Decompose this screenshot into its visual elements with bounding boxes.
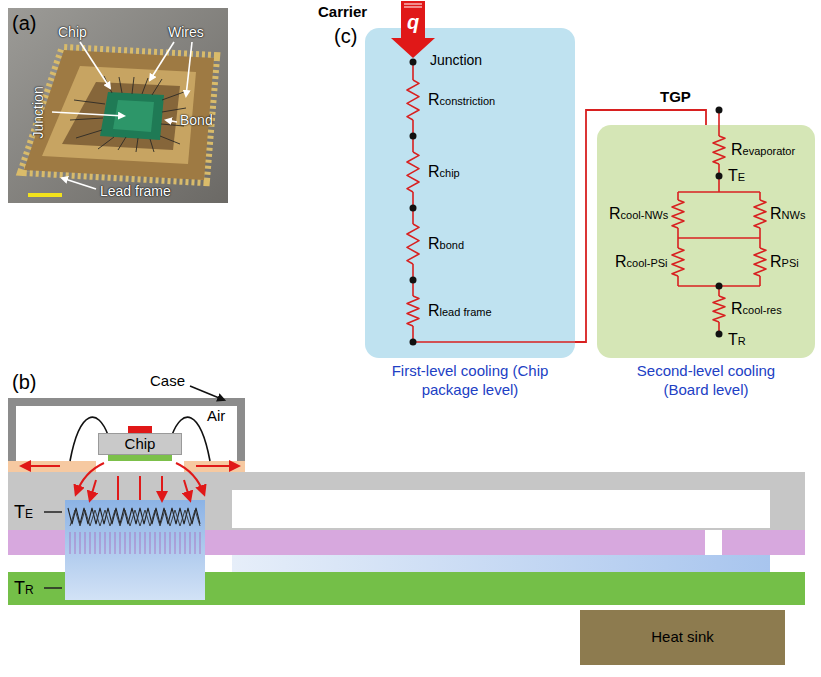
package-body <box>24 50 214 180</box>
caption-text: Second-level cooling (Board level) <box>621 362 791 400</box>
heat-arrow <box>176 463 204 494</box>
text-label: q <box>407 10 419 34</box>
symbol-label: Rbond <box>428 233 464 255</box>
symbol-label: Rconstriction <box>428 89 495 111</box>
circuit-wire <box>677 276 679 286</box>
symbol-label: Revaporator <box>731 139 795 161</box>
symbol-label: RNWs <box>770 203 805 225</box>
nanowire-layer <box>70 510 200 526</box>
resistor-symbol <box>407 80 419 120</box>
resistor-symbol <box>754 248 766 276</box>
resistor-symbol <box>407 224 419 264</box>
leader-arrow <box>150 42 174 80</box>
vapor-chamber <box>232 490 770 528</box>
heater <box>128 426 152 433</box>
circuit-wire <box>677 192 679 200</box>
leader-arrow <box>62 178 96 189</box>
leader-arrow <box>80 42 110 88</box>
leader-arrow <box>166 120 177 122</box>
text-label: Carrier <box>318 3 367 21</box>
circuit-node <box>716 107 723 114</box>
leader-arrow <box>52 112 124 116</box>
resistor-symbol <box>754 200 766 228</box>
lead-frame-pad <box>184 461 245 472</box>
scale-bar <box>28 193 62 197</box>
liquid-channel <box>232 555 770 572</box>
part-label: Lead frame <box>100 183 171 200</box>
circuit-wire <box>413 341 575 343</box>
chip-block: Chip <box>98 433 182 455</box>
circuit-node <box>716 173 723 180</box>
symbol-label: Rchip <box>428 161 460 183</box>
package-leads <box>24 50 214 180</box>
text-label: TGP <box>660 88 691 106</box>
photo-background <box>8 8 228 203</box>
cooling-level-box: Second-level cooling (Board level) <box>597 125 815 358</box>
symbol-label: Rcool-res <box>731 298 782 320</box>
leader-line <box>44 512 62 588</box>
symbol-label: TE <box>728 165 745 187</box>
thermal-circuit <box>597 125 815 358</box>
part-label: Chip <box>58 24 87 41</box>
symbol-label: RPSi <box>770 251 799 273</box>
symbol-label: TE <box>14 500 33 525</box>
resistor-symbol <box>672 248 684 276</box>
wick-region <box>65 500 205 600</box>
die-attach <box>108 455 172 461</box>
part-label: Bond <box>180 112 213 129</box>
circuit-wire <box>718 110 720 136</box>
box-label: Chip <box>125 436 156 453</box>
heat-sink-block: Heat sink <box>580 610 785 665</box>
case-air <box>16 406 237 470</box>
text-label: (b) <box>12 370 36 394</box>
resistor-symbol <box>713 136 725 164</box>
circuit-wire <box>678 237 760 239</box>
resistor-symbol <box>407 152 419 192</box>
text-label: Case <box>150 372 185 390</box>
nanowire-layer <box>68 508 200 524</box>
symbol-label: TR <box>728 329 746 351</box>
heat-flux-arrow <box>391 1 435 58</box>
heat-arrow <box>76 463 104 494</box>
part-label: Wires <box>168 24 204 41</box>
text-label: Junction <box>430 52 482 69</box>
symbol-label: Rlead frame <box>428 300 492 322</box>
box-label: Heat sink <box>651 629 714 646</box>
porous-silicon <box>70 532 200 554</box>
heat-arrow <box>118 476 162 500</box>
resistor-symbol <box>407 296 419 326</box>
lead-frame-pad <box>8 461 96 472</box>
heat-arrow <box>90 480 96 500</box>
heat-arrow <box>22 465 60 467</box>
circuit-node <box>716 331 723 338</box>
heat-arrow <box>196 465 238 467</box>
circuit-node <box>716 283 723 290</box>
circuit-node <box>410 59 417 66</box>
circuit-node <box>410 205 417 212</box>
text-label: Air <box>207 407 225 425</box>
text-label: (c) <box>334 24 357 48</box>
leader-arrow <box>186 42 192 96</box>
leader-arrow <box>190 386 224 400</box>
bond-ring <box>42 66 196 164</box>
symbol-label: Rcool-PSi <box>615 251 668 273</box>
symbol-label: TR <box>14 576 34 601</box>
heat-arrow <box>184 480 190 500</box>
circuit-wire <box>759 276 761 286</box>
symbol-label: Rcool-NWs <box>609 203 668 225</box>
heat-flux-arrow <box>404 4 422 7</box>
resistor-symbol <box>713 296 725 322</box>
circuit-wire <box>678 191 760 193</box>
circuit-node <box>410 339 417 346</box>
case-shell <box>8 398 245 470</box>
substrate-gap <box>705 530 722 555</box>
resistor-symbol <box>672 200 684 228</box>
circuit-node <box>410 133 417 140</box>
circuit-wire <box>759 192 761 200</box>
text-label: (a) <box>12 11 36 35</box>
caption-text: First-level cooling (Chip package level) <box>390 362 550 400</box>
circuit-node <box>410 277 417 284</box>
part-label: Junction <box>30 86 47 138</box>
